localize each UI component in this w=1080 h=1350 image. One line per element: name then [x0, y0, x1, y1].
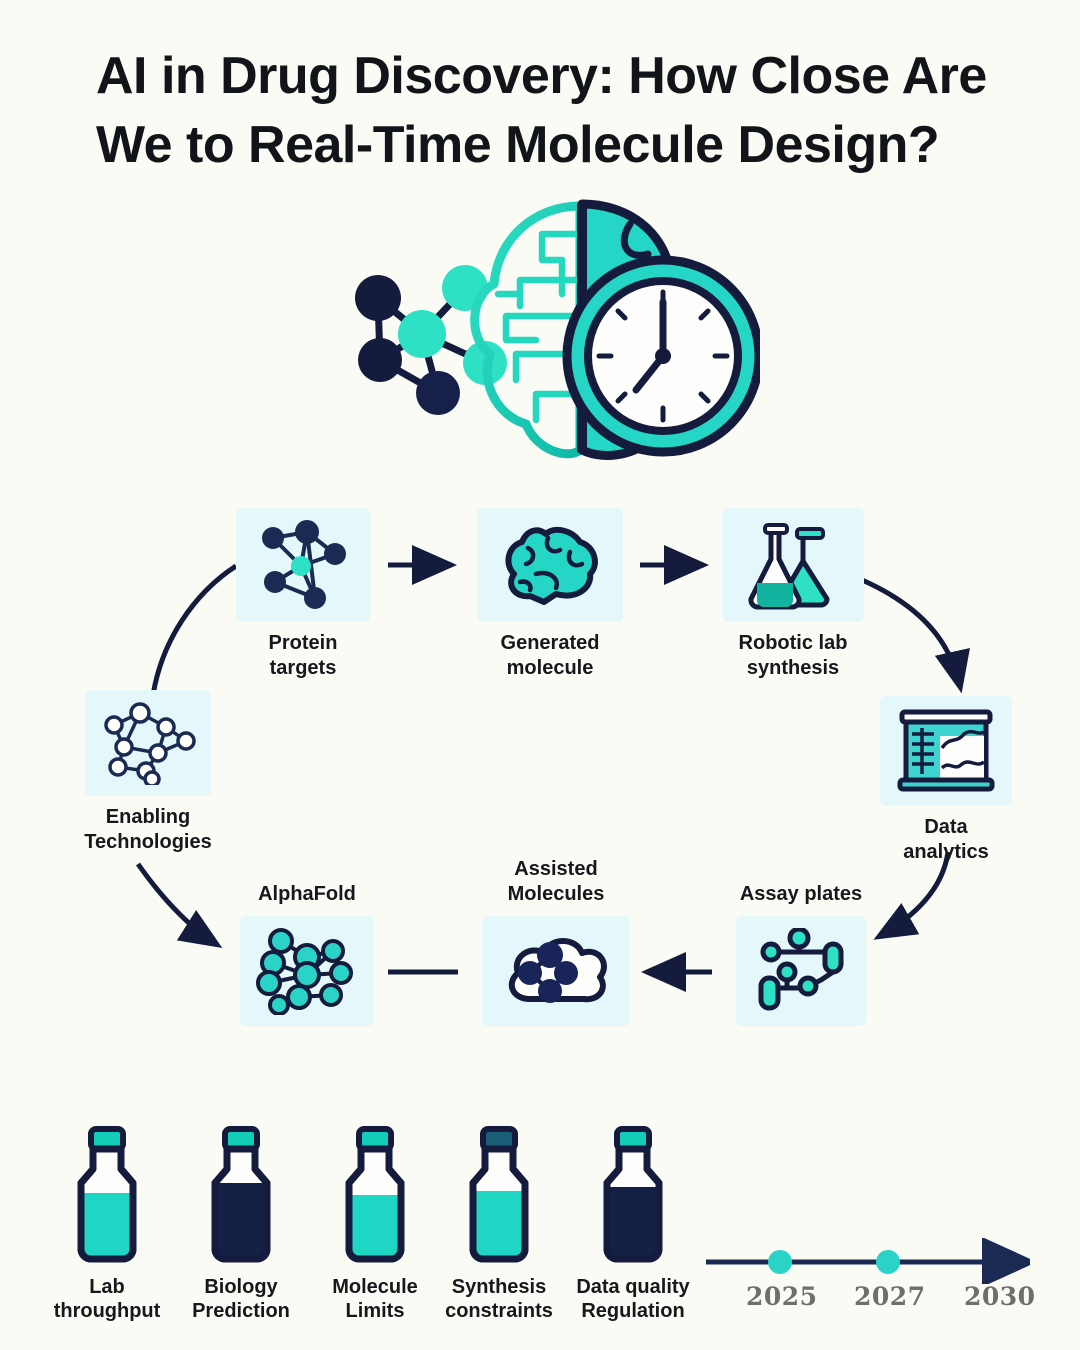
workflow-cycle: Protein targets Generate [0, 480, 1080, 1060]
vial-icon [345, 1126, 405, 1263]
cycle-node-label: AlphaFold [258, 882, 356, 905]
flasks-icon [748, 523, 830, 610]
circuit-plate-icon [758, 928, 844, 1011]
vial-icon [77, 1126, 137, 1263]
cycle-node-label: Protein targets [268, 632, 338, 680]
constraint-label: Data quality Regulation [576, 1276, 690, 1323]
arrow-analytics-to-assay [873, 851, 951, 940]
generated-molecule-tile [477, 508, 623, 622]
arc-enabling-to-protein [149, 563, 238, 703]
vial-icon [211, 1126, 271, 1263]
hero-illustration [330, 188, 764, 468]
network-graph-icon [262, 520, 346, 609]
cycle-node-alphafold[interactable]: AlphaFold [240, 883, 374, 1026]
molecule-node [355, 275, 401, 321]
protein-targets-tile [236, 508, 370, 622]
constraint-label: Molecule Limits [332, 1276, 418, 1323]
cycle-node-label: Enabling Technologies [84, 806, 212, 854]
outline-network-icon [104, 702, 196, 785]
brain-icon [505, 526, 598, 605]
title-line-2: We to Real-Time Molecule Design? [96, 115, 940, 174]
constraint-label: Synthesis constraints [445, 1276, 553, 1323]
cloud-molecule-icon [508, 938, 607, 1003]
constraint-label: Biology Prediction [192, 1276, 290, 1323]
cycle-node-label: Data analytics [903, 816, 989, 864]
timeline-dot-2025 [768, 1250, 792, 1274]
timeline-year-2030: 2030 [964, 1282, 1036, 1311]
assisted-molecules-tile [482, 916, 630, 1026]
constraint-lab-throughput[interactable]: Lab throughput [32, 1115, 182, 1324]
timeline-axis [706, 1237, 1037, 1287]
constraint-label: Lab throughput [53, 1276, 161, 1323]
cycle-node-label: Robotic lab synthesis [738, 632, 848, 680]
vial-icon [469, 1126, 529, 1263]
vial-icon [603, 1126, 663, 1263]
arrow-enabling-to-alphafold [135, 862, 223, 949]
clock-icon [562, 255, 764, 457]
bottle-graphic-wrap [300, 1115, 450, 1265]
molecule-node [416, 371, 460, 415]
bottle-graphic-wrap [424, 1115, 574, 1265]
robotic-lab-tile [722, 508, 864, 622]
cycle-node-assisted-molecules[interactable]: Assisted Molecules [482, 858, 630, 1026]
adoption-timeline: 2025 2027 2030 [700, 1237, 1040, 1338]
constraint-molecule-limits[interactable]: Molecule Limits [300, 1115, 450, 1324]
cycle-node-protein-targets[interactable]: Protein targets [236, 508, 370, 679]
cycle-connectors [135, 545, 970, 992]
bottle-graphic-wrap [32, 1115, 182, 1265]
cycle-node-label: Assay plates [739, 882, 863, 905]
constraint-synthesis-constraints[interactable]: Synthesis constraints [424, 1115, 574, 1324]
timeline-dot-2027 [876, 1250, 900, 1274]
circuit-brain-icon [470, 201, 585, 459]
data-analytics-tile [880, 696, 1012, 806]
teal-network-icon [256, 928, 353, 1015]
timeline-year-2025: 2025 [746, 1282, 818, 1311]
cycle-node-label: Assisted Molecules [507, 857, 605, 905]
molecule-node [358, 338, 402, 382]
constraint-data-quality[interactable]: Data quality Regulation [558, 1115, 708, 1324]
arrow-robotic-to-analytics [860, 577, 970, 694]
enabling-technologies-tile [85, 690, 211, 796]
cycle-node-robotic-lab[interactable]: Robotic lab synthesis [722, 508, 864, 679]
title-line-1: AI in Drug Discovery: How Close Are [96, 47, 987, 105]
molecule-node-active [398, 310, 446, 358]
cycle-node-label: Generated molecule [500, 632, 600, 680]
cycle-node-data-analytics[interactable]: Data analytics [880, 696, 1012, 863]
bottle-graphic-wrap [558, 1115, 708, 1265]
assay-plates-tile [736, 916, 866, 1026]
page-title: AI in Drug Discovery: How Close Are We t… [96, 42, 996, 179]
timeline-year-2027: 2027 [854, 1282, 926, 1311]
cycle-node-generated-molecule[interactable]: Generated molecule [477, 508, 623, 679]
cycle-node-enabling-technologies[interactable]: Enabling Technologies [84, 690, 212, 853]
constraint-biology-prediction[interactable]: Biology Prediction [166, 1115, 316, 1324]
dashboard-icon [897, 709, 995, 792]
cycle-node-assay-plates[interactable]: Assay plates [736, 883, 866, 1026]
constraints-row: Lab throughput Biology Prediction [0, 1115, 1080, 1350]
bottle-graphic-wrap [166, 1115, 316, 1265]
alphafold-tile [240, 916, 374, 1026]
